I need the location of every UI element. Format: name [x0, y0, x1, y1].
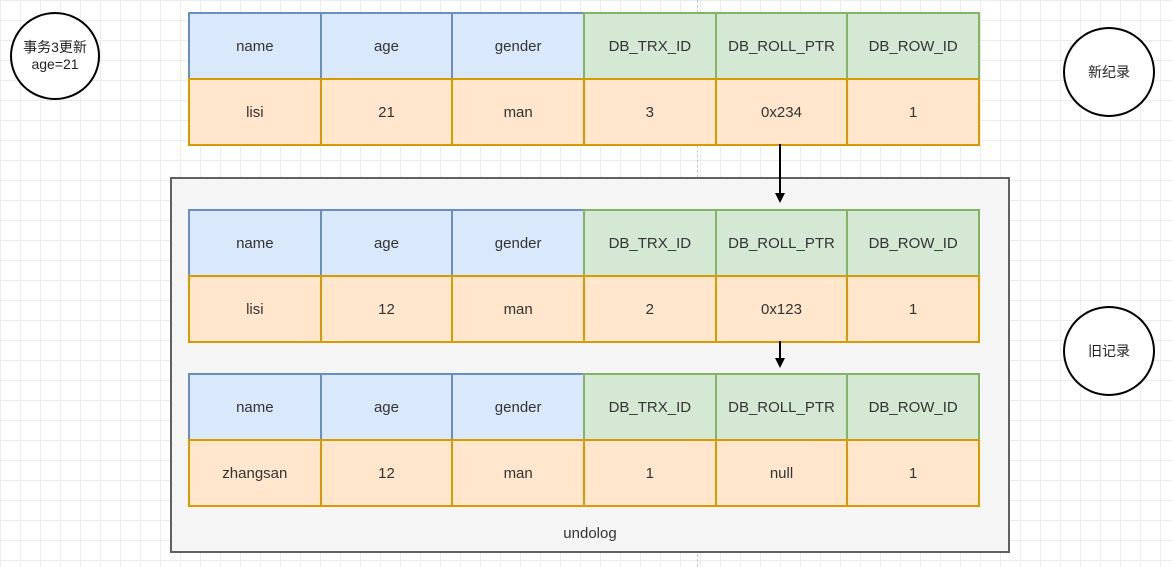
- column-header-db-row-id: DB_ROW_ID: [846, 373, 980, 441]
- field-value-db-row-id: 1: [846, 439, 980, 507]
- new-record-text: 新纪录: [1088, 63, 1130, 80]
- field-value-db-roll-ptr: null: [714, 439, 849, 507]
- transaction-annotation: 事务3更新 age=21: [10, 12, 100, 100]
- new-record-label: 新纪录: [1063, 27, 1155, 117]
- column-header-db-trx-id: DB_TRX_ID: [583, 209, 717, 277]
- field-value-db-roll-ptr: 0x123: [714, 275, 849, 343]
- field-value-age: 12: [319, 439, 454, 507]
- field-value-db-row-id: 1: [846, 275, 980, 343]
- undolog-label: undolog: [563, 525, 617, 542]
- column-header-db-row-id: DB_ROW_ID: [846, 12, 980, 80]
- field-value-db-trx-id: 2: [583, 275, 717, 343]
- field-value-gender: man: [451, 275, 585, 343]
- field-value-name: lisi: [188, 275, 322, 343]
- field-value-gender: man: [451, 439, 585, 507]
- field-value-db-row-id: 1: [846, 78, 980, 146]
- annotation-line-2: age=21: [31, 56, 79, 72]
- annotation-line-1: 事务3更新: [23, 39, 87, 55]
- column-header-age: age: [319, 12, 454, 80]
- column-header-db-trx-id: DB_TRX_ID: [583, 12, 717, 80]
- column-header-name: name: [188, 12, 322, 80]
- old-record-text: 旧记录: [1088, 342, 1130, 359]
- column-header-db-roll-ptr: DB_ROLL_PTR: [714, 12, 849, 80]
- column-header-name: name: [188, 209, 322, 277]
- field-value-db-roll-ptr: 0x234: [714, 78, 849, 146]
- column-header-gender: gender: [451, 209, 585, 277]
- column-header-age: age: [319, 209, 454, 277]
- field-value-db-trx-id: 1: [583, 439, 717, 507]
- column-header-gender: gender: [451, 12, 585, 80]
- old-record-label: 旧记录: [1063, 306, 1155, 396]
- field-value-name: zhangsan: [188, 439, 322, 507]
- field-value-name: lisi: [188, 78, 322, 146]
- field-value-gender: man: [451, 78, 585, 146]
- field-value-age: 21: [319, 78, 454, 146]
